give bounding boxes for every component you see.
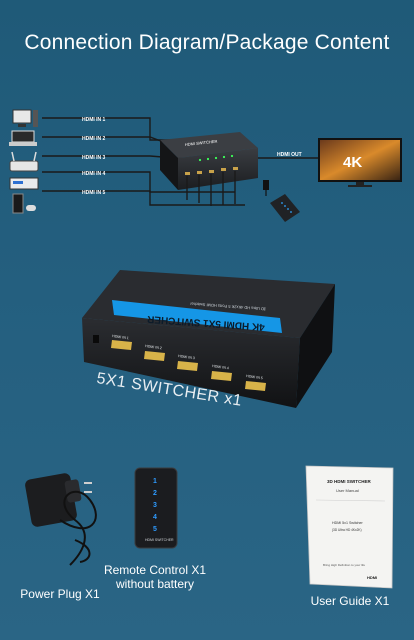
remote-button-2: 2 [153,490,157,497]
remote-control-image: 1 2 3 4 5 HDMI SWITCHER [134,467,178,549]
hdmi-port: HDMI IN 3 [177,354,198,371]
remote-button-1: 1 [153,478,157,485]
switcher-device-small: HDMI SWITCHER [160,132,258,190]
remote-button-5: 5 [153,526,157,533]
user-manual-image: 3D HDMI SWITCHER User Manual HDMI 5x1 Sw… [305,465,394,589]
game-console-icon [12,193,36,214]
manual-sub: User Manual [336,488,359,493]
monitor-icon [12,109,38,127]
hdmi-port: HDMI IN 2 [144,344,165,361]
remote-label: HDMI SWITCHER [145,538,174,542]
tv-badge: 4K [343,154,362,171]
input-label: HDMI IN 1 [82,117,106,123]
input-label: HDMI IN 2 [82,136,106,142]
input-label: HDMI IN 5 [82,190,106,196]
remote-button-3: 3 [153,502,157,509]
input-labels: HDMI IN 1 HDMI IN 2 HDMI IN 3 HDMI IN 4 … [82,117,106,196]
tv-display: 4K [318,138,402,187]
manual-text: (3D Ultra HD 4Kx2K) [332,528,362,532]
ir-receiver-icon [263,180,269,196]
port-label: HDMI IN 5 [246,374,263,380]
front-sublabel: 3D Ultra HD 4Kx2K 5 Ports HDMI Switcher [189,301,266,311]
port-cables [186,171,236,206]
hdmi-port: HDMI IN 5 [245,374,266,391]
power-plug-caption: Power Plug X1 [20,587,100,601]
user-guide-caption: User Guide X1 [310,594,390,608]
hdmi-port: HDMI IN 1 [111,334,132,350]
power-adapter-image [25,473,97,566]
output-label: HDMI OUT [277,152,302,158]
device-top-label: HDMI SWITCHER [185,139,218,147]
hdmi-ports: HDMI IN 1 HDMI IN 2 HDMI IN 3 HDMI IN 4 … [111,334,266,391]
hdmi-logo: HDMI [367,575,377,580]
port-label: HDMI IN 2 [145,344,162,350]
port-label: HDMI IN 1 [112,334,129,340]
port-label: HDMI IN 3 [178,354,195,360]
front-label-band [112,300,282,333]
manual-text: Bring High Definition to your life [323,563,365,567]
remote-buttons: 1 2 3 4 5 [153,478,157,533]
port-label: HDMI IN 4 [212,364,229,370]
set-top-box-icon [9,177,39,190]
manual-title: 3D HDMI SWITCHER [327,479,372,484]
manual-text: HDMI 5x1 Switcher [332,521,364,525]
page-title: Connection Diagram/Package Content [24,31,390,54]
hdmi-port: HDMI IN 4 [211,364,232,381]
remote-small-icon [270,194,300,222]
input-label: HDMI IN 4 [82,171,106,177]
router-icon [9,151,39,172]
output-cable: HDMI OUT [258,152,318,159]
laptop-icon [9,130,37,146]
remote-caption-line2: without battery [115,577,195,591]
source-devices [9,109,39,214]
power-port [93,335,99,343]
remote-caption-line1: Remote Control X1 [103,563,207,577]
input-label: HDMI IN 3 [82,155,106,161]
remote-button-4: 4 [153,514,157,521]
